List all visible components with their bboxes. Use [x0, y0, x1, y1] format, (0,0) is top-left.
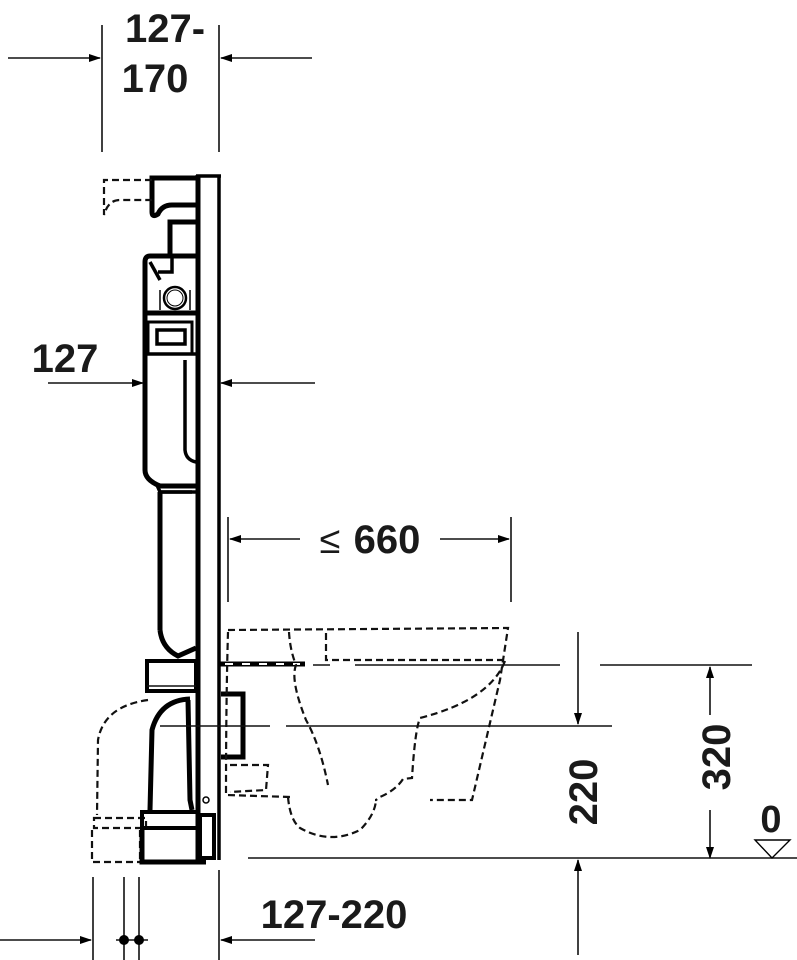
- dimension-cistern-depth: 127: [32, 337, 315, 387]
- dim-label-660: 660: [354, 518, 421, 562]
- dim-label-127-220: 127-220: [261, 893, 408, 937]
- dimension-fixing-height: 320: [695, 666, 739, 859]
- dimension-bottom-depth: 127-220: [0, 870, 407, 960]
- centre-lines: [160, 664, 752, 727]
- dimension-outlet-height: 220: [562, 632, 606, 955]
- floor-level-triangle-icon: [753, 839, 792, 860]
- dim-label-floor-0: 0: [760, 799, 781, 841]
- installation-frame: [90, 174, 305, 865]
- dimension-frame-depth-top: 127- 170: [8, 7, 312, 152]
- less-equal-symbol: ≤: [320, 520, 341, 562]
- dim-label-320: 320: [695, 724, 739, 791]
- wc-bowl-outline: [224, 626, 510, 839]
- floor-level: 0: [248, 799, 797, 860]
- dim-label-127-170-line1: 127-: [125, 7, 205, 51]
- dim-label-220: 220: [562, 759, 606, 826]
- dim-label-127-170-line2: 170: [122, 57, 189, 101]
- dim-label-127: 127: [32, 337, 99, 381]
- dimension-projection: ≤ 660: [227, 517, 512, 602]
